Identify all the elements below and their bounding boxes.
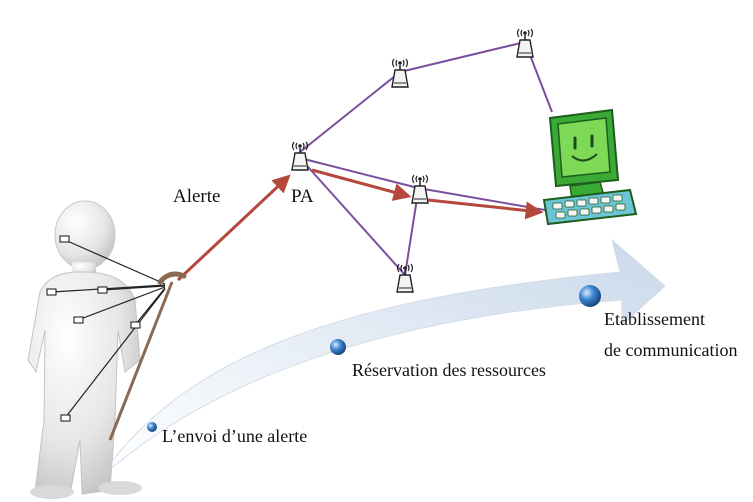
step-communication-label: de communication bbox=[604, 340, 738, 360]
link-pa-bottom bbox=[299, 157, 406, 276]
gateway-stick-icon bbox=[108, 271, 187, 441]
link-top-left-top-right bbox=[399, 41, 526, 73]
sensor-wires bbox=[51, 239, 166, 419]
step-resource-reservation-label: Réservation des ressources bbox=[352, 360, 546, 380]
link-middle-computer bbox=[417, 187, 546, 211]
blue-sphere-icon bbox=[579, 285, 601, 307]
antenna-tower-icon bbox=[391, 58, 409, 88]
network-links bbox=[299, 41, 553, 276]
antenna-tower-icon bbox=[516, 28, 534, 58]
person-figure-icon bbox=[27, 200, 142, 499]
access-point-label: PA bbox=[291, 186, 314, 207]
alert-arrow-patient-pa bbox=[176, 174, 291, 282]
antenna-tower-icon bbox=[411, 174, 429, 204]
blue-sphere-icon bbox=[330, 339, 346, 355]
computer-monitor-icon bbox=[542, 108, 638, 226]
sensor-nodes bbox=[46, 235, 141, 422]
alert-arrow-middle-computer bbox=[427, 198, 544, 220]
link-pa-top-left bbox=[299, 71, 401, 153]
link-pa-middle bbox=[299, 157, 419, 189]
alert-path bbox=[176, 168, 544, 282]
alert-arrow-pa-middle bbox=[311, 168, 412, 201]
blue-sphere-icon bbox=[147, 422, 157, 432]
progress-arrow bbox=[99, 238, 666, 479]
link-bottom-middle bbox=[404, 191, 419, 276]
step-send-alert-label: L’envoi d’une alerte bbox=[162, 426, 308, 446]
antenna-tower-icon bbox=[291, 141, 309, 171]
alert-label: Alerte bbox=[173, 186, 221, 207]
step-establishment-label: Etablissement bbox=[604, 309, 705, 329]
